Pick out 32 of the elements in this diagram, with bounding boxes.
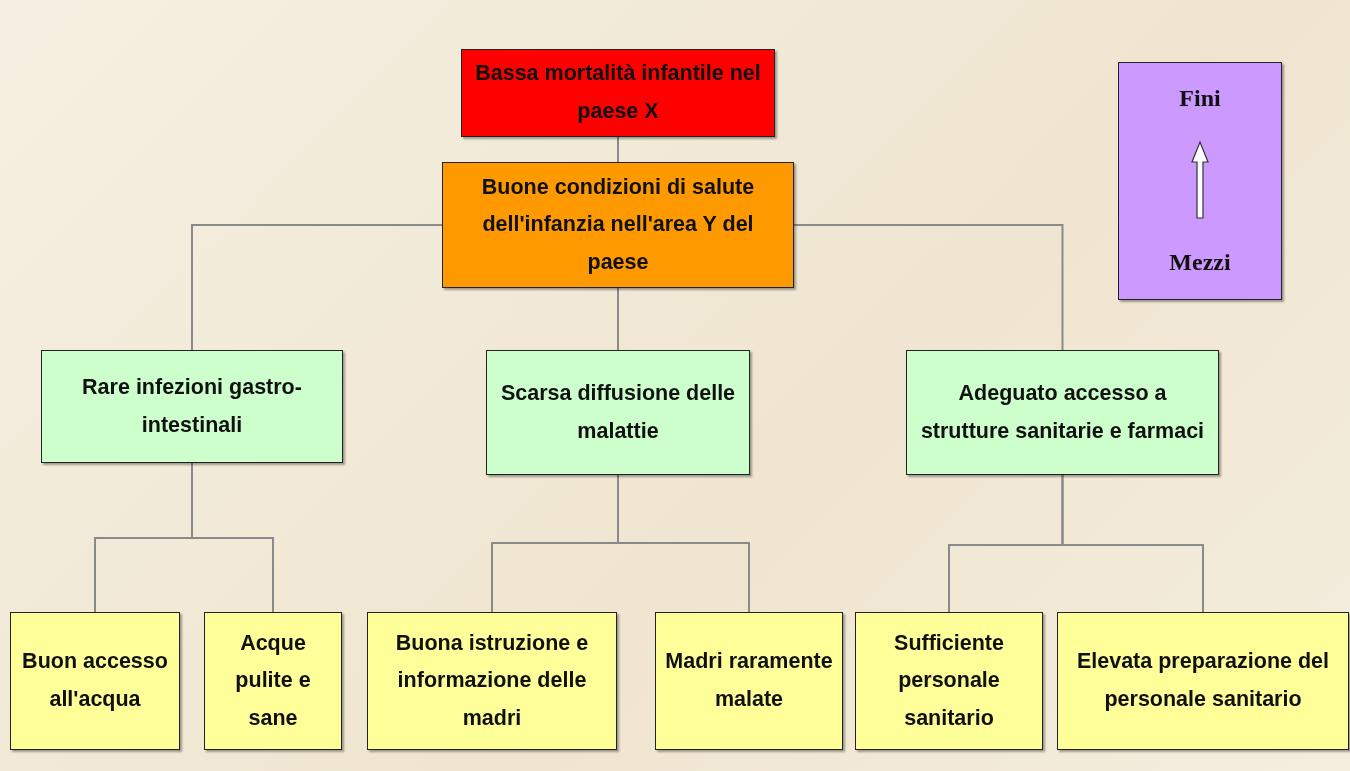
box-text: Buone condizioni di salute dell'infanzia nell'area Y del paese: [480, 173, 756, 276]
objective-box: [855, 612, 1043, 750]
objective-box: [204, 612, 342, 750]
connector-line: [617, 136, 619, 163]
box-text: Rare infezioni gastro-intestinali: [81, 373, 303, 439]
objective-box: [486, 350, 750, 475]
objective-box: [655, 612, 843, 750]
objective-box: [1057, 612, 1349, 750]
box-text: Buon accesso all'acqua: [21, 648, 169, 713]
objective-box: [442, 162, 794, 288]
connector-line: [617, 474, 750, 613]
objective-box: [10, 612, 180, 750]
connector-line: [191, 462, 274, 613]
objective-box: [367, 612, 617, 750]
connector-line: [1061, 474, 1204, 613]
box-text: Scarsa diffusione delle malattie: [499, 379, 737, 445]
box-text: Buona istruzione e informazione delle madri: [394, 629, 590, 732]
objective-box: [906, 350, 1219, 475]
box-text: Bassa mortalità infantile nel paese X: [474, 60, 762, 125]
connector-line: [793, 224, 1064, 351]
box-text: Acque pulite e sane: [234, 629, 312, 732]
objective-box: [41, 350, 343, 463]
box-text: Fini: [1179, 84, 1221, 113]
box-text: Mezzi: [1169, 248, 1231, 277]
box-text: Elevata preparazione del personale sanitario: [1075, 648, 1331, 713]
connector-line: [191, 224, 443, 351]
connector-line: [617, 287, 619, 351]
objective-box: [461, 49, 775, 137]
box-text: Adeguato accesso a strutture sanitarie e farmaci: [919, 379, 1206, 445]
legend-box: [1118, 62, 1282, 300]
box-text: Madri raramente malate: [664, 648, 834, 713]
box-text: Sufficiente personale sanitario: [893, 629, 1005, 732]
